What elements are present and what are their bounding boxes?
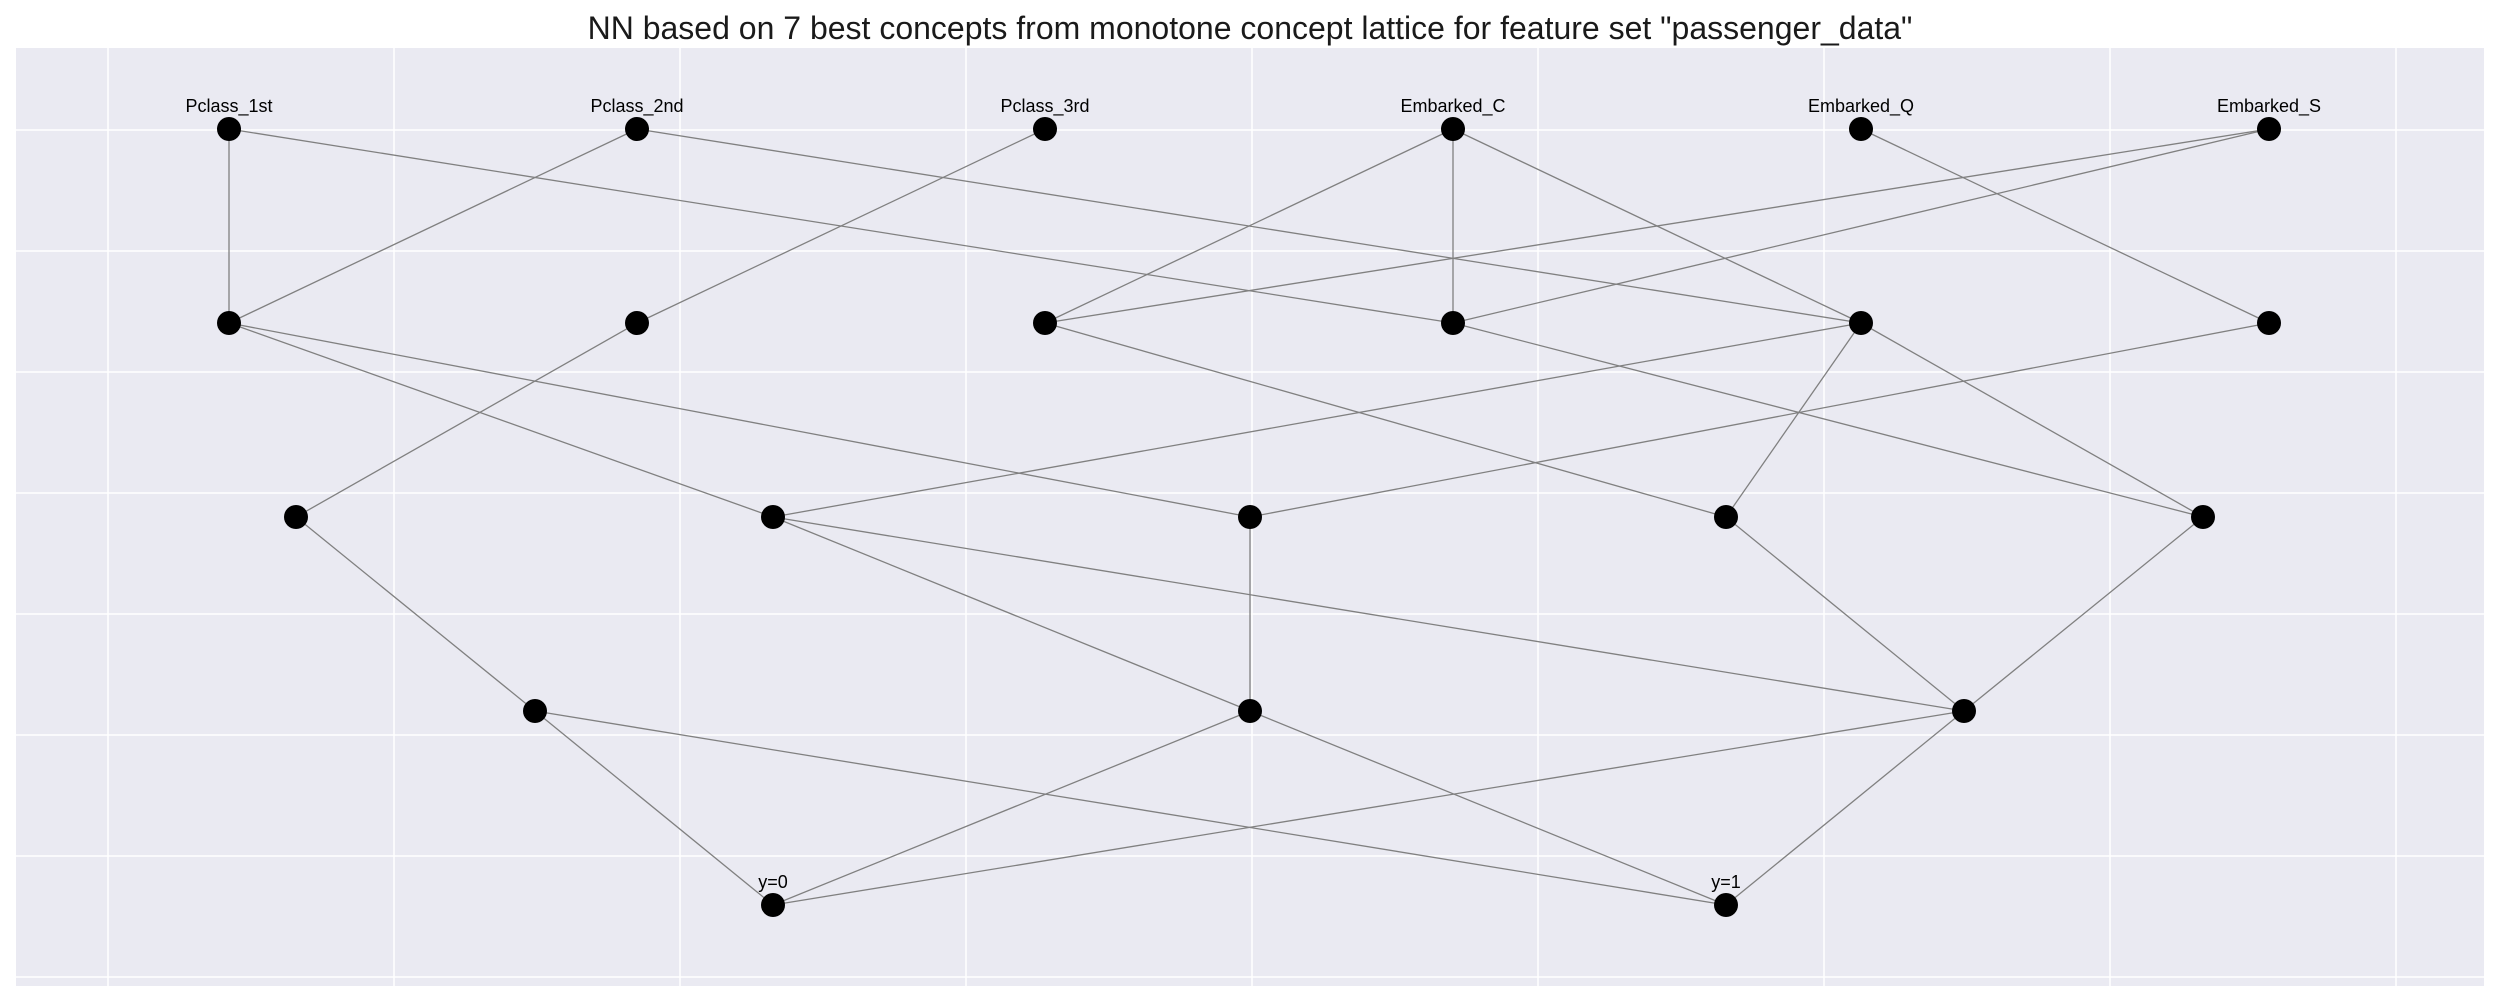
edge-c2-d2	[772, 516, 1251, 712]
edge-b1-c2	[228, 322, 774, 518]
node-label-a4: Embarked_C	[1400, 96, 1505, 117]
node-d3	[1952, 699, 1976, 723]
edge-a6-b4	[1452, 128, 2270, 324]
node-d1	[523, 699, 547, 723]
node-label-a5: Embarked_Q	[1808, 96, 1914, 117]
edge-b3-c4	[1044, 322, 1727, 518]
node-a3	[1033, 117, 1057, 141]
node-label-a1: Pclass_1st	[185, 96, 272, 117]
node-c3	[1238, 505, 1262, 529]
edge-a6-b3	[1044, 128, 2270, 324]
node-c4	[1714, 505, 1738, 529]
node-label-a3: Pclass_3rd	[1000, 96, 1089, 117]
node-a4	[1441, 117, 1465, 141]
node-labels: Pclass_1st Pclass_2nd Pclass_3rd Embarked_C…	[185, 96, 2321, 892]
edge-a2-b1	[228, 128, 638, 324]
node-b6	[2257, 311, 2281, 335]
node-a2	[625, 117, 649, 141]
node-b2	[625, 311, 649, 335]
node-c5	[2191, 505, 2215, 529]
edge-c4-d3	[1725, 516, 1965, 712]
nodes	[217, 117, 2281, 917]
edge-b2-c1	[295, 322, 638, 518]
node-a6	[2257, 117, 2281, 141]
edge-b1-c3	[228, 322, 1251, 518]
edge-a4-b3	[1044, 128, 1454, 324]
edges	[228, 128, 2270, 906]
edge-c5-d3	[1963, 516, 2204, 712]
edge-a3-b2	[636, 128, 1046, 324]
node-label-e2: y=1	[1711, 872, 1741, 892]
node-a5	[1849, 117, 1873, 141]
edge-a5-b6	[1860, 128, 2270, 324]
node-c2	[761, 505, 785, 529]
diagram-title: NN based on 7 best concepts from monoton…	[587, 10, 1913, 46]
node-e1	[761, 893, 785, 917]
edge-d2-e1	[772, 710, 1251, 906]
node-d2	[1238, 699, 1262, 723]
node-b4	[1441, 311, 1465, 335]
node-e2	[1714, 893, 1738, 917]
edge-b6-c3	[1249, 322, 2270, 518]
node-label-a6: Embarked_S	[2217, 96, 2321, 117]
node-b3	[1033, 311, 1057, 335]
edge-d3-e1	[772, 710, 1965, 906]
edge-b4-c5	[1452, 322, 2204, 518]
edge-d1-e1	[534, 710, 774, 906]
node-c1	[284, 505, 308, 529]
edge-b5-c2	[772, 322, 1862, 518]
edge-b5-c5	[1860, 322, 2204, 518]
node-a1	[217, 117, 241, 141]
edge-d2-e2	[1249, 710, 1727, 906]
node-label-a2: Pclass_2nd	[590, 96, 683, 117]
node-b1	[217, 311, 241, 335]
edge-d1-e2	[534, 710, 1727, 906]
edge-c1-d1	[295, 516, 536, 712]
lattice-diagram: Pclass_1st Pclass_2nd Pclass_3rd Embarked_C…	[16, 48, 2484, 986]
node-b5	[1849, 311, 1873, 335]
edge-b5-c4	[1725, 322, 1862, 518]
edge-d3-e2	[1725, 710, 1965, 906]
edge-c2-d3	[772, 516, 1965, 712]
node-label-e1: y=0	[758, 872, 788, 892]
